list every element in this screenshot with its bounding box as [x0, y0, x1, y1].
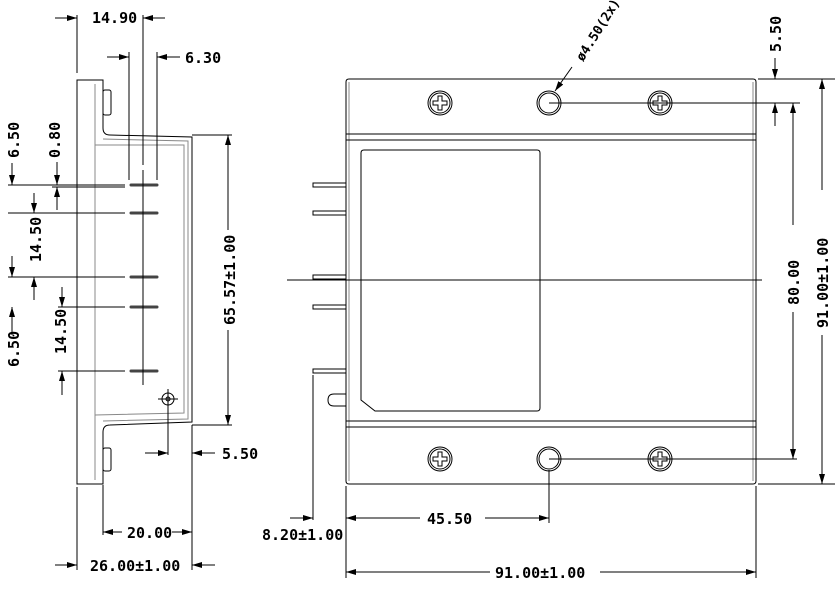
dim-pin-spacing-x: 6.30 [185, 49, 221, 67]
label-area [360, 149, 541, 412]
dim-pin-offset-b: 6.50 [5, 331, 23, 367]
side-view: 14.90 6.30 6.50 0.80 14.50 6.50 14.50 65… [5, 9, 258, 575]
dim-overall-height: 91.00±1.00 [814, 238, 832, 328]
dim-pin-pitch-a: 14.50 [27, 217, 45, 262]
front-pins [312, 182, 346, 374]
mounting-holes [536, 90, 562, 472]
dim-height: 65.57±1.00 [221, 235, 239, 325]
screw-icons [427, 90, 673, 472]
side-pins [129, 183, 159, 373]
dim-overall-depth: 26.00±1.00 [90, 557, 180, 575]
front-view: ø4.50(2x) 5.50 80.00 91.00±1.00 45.50 91… [262, 0, 835, 582]
front-body-outline [345, 78, 757, 485]
dim-pin-pitch-b: 14.50 [52, 309, 70, 354]
screw-icon [427, 90, 453, 116]
dim-pin-offset-a: 6.50 [5, 122, 23, 158]
side-body-outline [76, 79, 193, 485]
dim-pin-thickness: 0.80 [46, 122, 64, 158]
dim-overall-width: 91.00±1.00 [495, 564, 585, 582]
side-hole-mark [158, 389, 178, 455]
dim-body-depth: 20.00 [127, 524, 172, 542]
dim-hole-edge-offset: 5.50 [767, 16, 785, 52]
front-dimension-lines [290, 58, 835, 578]
dim-hole-offset: 5.50 [222, 445, 258, 463]
dim-hole-spacing: 80.00 [785, 260, 803, 305]
screw-icon [427, 446, 453, 472]
dim-hole-diameter: ø4.50(2x) [574, 0, 624, 64]
led-indicator [327, 393, 346, 407]
dim-pin-offset: 8.20±1.00 [262, 526, 343, 544]
side-dimension-lines [8, 15, 232, 570]
dim-overall-depth-top: 14.90 [92, 9, 137, 27]
dim-hole-x: 45.50 [427, 510, 472, 528]
